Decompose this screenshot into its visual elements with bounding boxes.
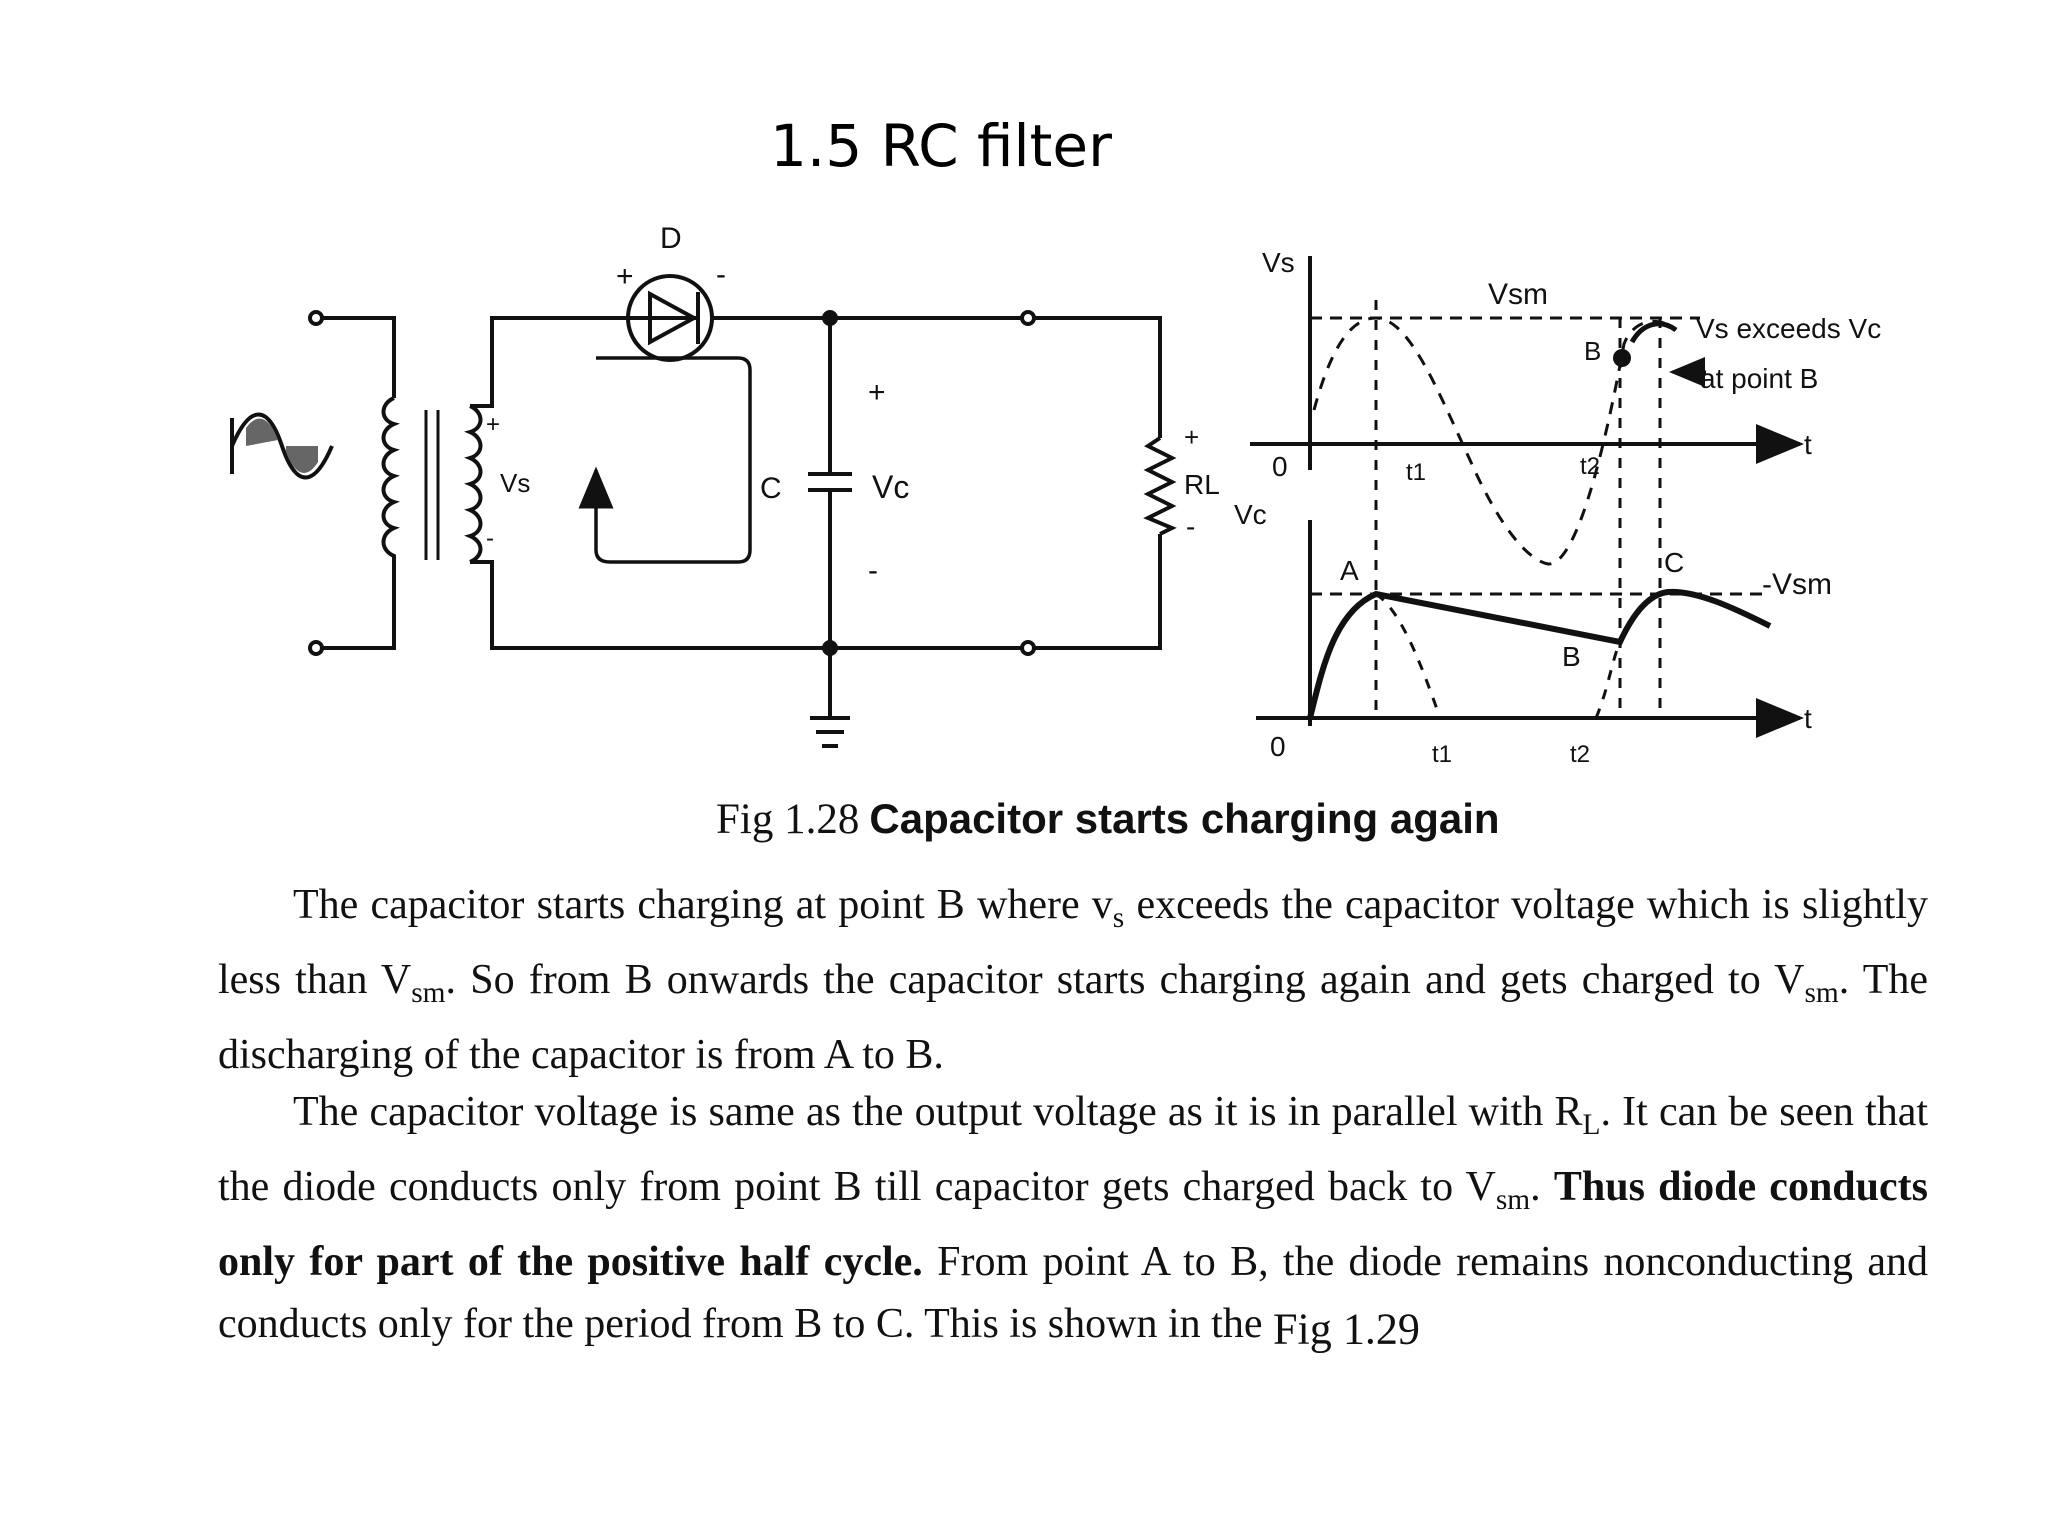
circuit-labels: D + - + - Vs C + Vc - + RL - — [486, 222, 1220, 587]
waveform-graph — [1250, 256, 1804, 738]
vs-axis-label: Vs — [1262, 247, 1295, 278]
circuit-and-waveform-figure: D + - + - Vs C + Vc - + RL - — [230, 222, 1881, 768]
diode-plus: + — [616, 260, 634, 293]
t-axis-lower: t — [1804, 703, 1812, 734]
point-b-lower: B — [1562, 641, 1581, 672]
paragraph-2: The capacitor voltage is same as the out… — [218, 1089, 1929, 1354]
t1-upper: t1 — [1406, 459, 1426, 486]
secondary-plus: + — [486, 411, 500, 438]
point-b-dot — [1613, 349, 1631, 367]
current-loop — [578, 356, 752, 564]
resistor-icon — [1143, 436, 1177, 536]
secondary-minus: - — [486, 525, 494, 552]
vsm-top-label: Vsm — [1488, 278, 1548, 311]
diode-icon — [626, 274, 714, 362]
paragraph-1: The capacitor starts charging at point B… — [218, 882, 1928, 1078]
zero-upper: 0 — [1272, 451, 1288, 482]
rl-minus: - — [1186, 511, 1195, 542]
ground-icon — [810, 648, 850, 748]
t2-lower: t2 — [1570, 741, 1590, 768]
slide-title: 1.5 RC filter — [770, 112, 1112, 180]
figure-caption-text: Capacitor starts charging again — [869, 795, 1500, 842]
ac-source-icon — [230, 412, 334, 480]
point-a-label: A — [1340, 555, 1359, 586]
capacitor-plates — [808, 472, 852, 492]
diode-label: D — [660, 222, 682, 255]
figure-number: Fig 1.28 — [716, 796, 860, 843]
vsm-right-label: -Vsm — [1762, 568, 1832, 601]
t2-upper: t2 — [1580, 453, 1600, 480]
rl-label: RL — [1184, 469, 1220, 500]
t1-lower: t1 — [1432, 741, 1452, 768]
source-sine-wave — [1312, 316, 1677, 566]
zero-lower: 0 — [1270, 731, 1286, 762]
annotation-line2: at point B — [1700, 363, 1818, 394]
diode-minus: - — [716, 258, 726, 291]
cap-plus: + — [868, 376, 886, 409]
circuit-diagram — [230, 274, 1177, 748]
figure-reference: Fig 1.29 — [1272, 1304, 1420, 1354]
secondary-coil — [464, 404, 483, 564]
capacitor-voltage-curve — [1307, 588, 1772, 719]
point-c-label: C — [1664, 547, 1684, 578]
annotation-line1: Vs exceeds Vc — [1696, 313, 1881, 344]
primary-coil — [381, 396, 400, 570]
cap-minus: - — [868, 554, 878, 587]
vc-label: Vc — [872, 469, 909, 505]
vc-axis-label: Vc — [1234, 499, 1267, 530]
t-axis-upper: t — [1804, 429, 1812, 460]
rl-plus: + — [1184, 422, 1199, 452]
vs-label: Vs — [500, 468, 530, 498]
cap-label: C — [760, 472, 782, 505]
point-b-upper: B — [1584, 336, 1601, 366]
waveform-labels: Vs Vsm Vs exceeds Vc at point B B t 0 t1… — [1234, 247, 1881, 768]
